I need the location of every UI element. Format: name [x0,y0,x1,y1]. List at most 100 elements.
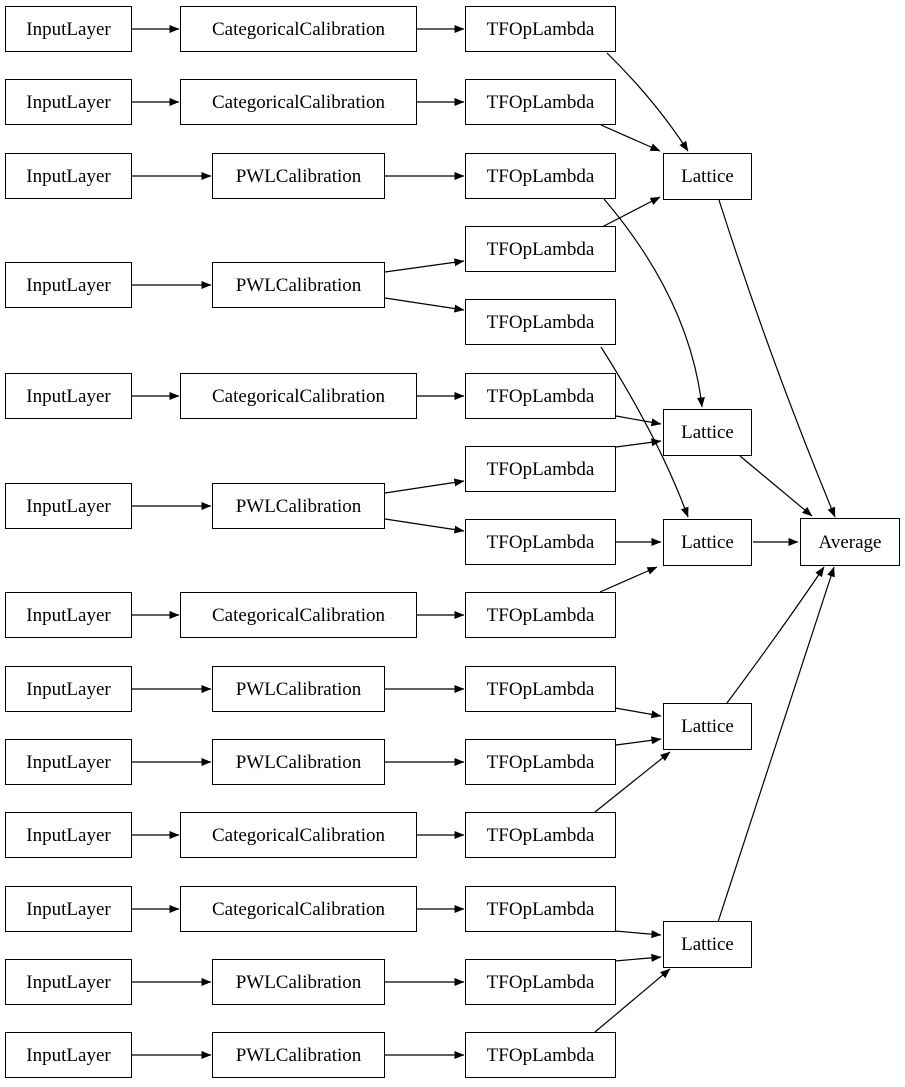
node-lattice2: Lattice [663,409,752,456]
edge-lambda3-to-lattice2 [603,198,705,408]
node-label: TFOpLambda [486,751,595,773]
node-input7: InputLayer [5,592,132,638]
node-label: CategoricalCalibration [211,604,386,626]
node-label: TFOpLambda [486,898,595,920]
node-input1: InputLayer [5,6,132,52]
edge-lattice5-to-average [717,566,835,923]
node-label: InputLayer [26,495,111,517]
node-cal5: CategoricalCalibration [180,373,417,419]
edge-cal4-to-lambda5 [384,297,465,313]
edge-lambda13-to-lattice5 [614,930,662,939]
node-label: TFOpLambda [486,91,595,113]
node-label: InputLayer [26,971,111,993]
node-label: Lattice [681,166,734,187]
node-cal12: PWLCalibration [212,959,385,1005]
node-lambda1: TFOpLambda [465,6,616,52]
node-input6: InputLayer [5,483,132,529]
edge-lattice1-to-average [718,199,836,518]
node-label: CategoricalCalibration [211,824,386,846]
node-lattice1: Lattice [663,153,752,200]
node-cal3: PWLCalibration [212,153,385,199]
edge-lambda2-to-lattice1 [600,124,661,152]
node-label: InputLayer [26,678,111,700]
node-input5: InputLayer [5,373,132,419]
node-cal11: CategoricalCalibration [180,886,417,932]
node-label: Average [818,531,882,553]
node-cal2: CategoricalCalibration [180,79,417,125]
node-label: Lattice [681,532,734,553]
node-lambda14: TFOpLambda [465,959,616,1005]
node-label: InputLayer [26,91,111,113]
node-label: Lattice [681,422,734,443]
node-lambda5: TFOpLambda [465,299,616,345]
node-cal4: PWLCalibration [212,262,385,308]
edge-lambda1-to-lattice1 [606,52,689,152]
node-label: CategoricalCalibration [211,385,386,407]
edge-lambda7-to-lattice2 [615,438,662,448]
edge-cal6-to-lambda8 [384,518,465,534]
node-input9: InputLayer [5,739,132,785]
node-label: InputLayer [26,165,111,187]
node-label: TFOpLambda [486,385,595,407]
node-input11: InputLayer [5,886,132,932]
node-lambda7: TFOpLambda [465,446,616,492]
node-lambda8: TFOpLambda [465,519,616,565]
node-label: TFOpLambda [486,458,595,480]
edge-lambda4-to-lattice1 [599,196,661,229]
node-label: PWLCalibration [235,495,362,517]
node-label: InputLayer [26,824,111,846]
node-lambda11: TFOpLambda [465,739,616,785]
node-label: TFOpLambda [486,531,595,553]
node-input8: InputLayer [5,666,132,712]
node-input2: InputLayer [5,79,132,125]
node-cal6: PWLCalibration [212,483,385,529]
node-label: PWLCalibration [235,751,362,773]
node-label: TFOpLambda [486,311,595,333]
node-input4: InputLayer [5,262,132,308]
node-label: TFOpLambda [486,18,595,40]
edge-lambda15-to-lattice5 [594,968,671,1033]
node-label: TFOpLambda [486,971,595,993]
node-label: TFOpLambda [486,165,595,187]
node-lambda13: TFOpLambda [465,886,616,932]
node-label: CategoricalCalibration [211,18,386,40]
node-input3: InputLayer [5,153,132,199]
edge-cal4-to-lambda4 [384,258,465,273]
node-label: CategoricalCalibration [211,898,386,920]
node-label: Lattice [681,716,734,737]
node-label: InputLayer [26,604,111,626]
node-label: InputLayer [26,751,111,773]
node-lambda15: TFOpLambda [465,1032,616,1078]
node-input12: InputLayer [5,959,132,1005]
edge-lambda12-to-lattice4 [594,751,671,813]
node-lattice3: Lattice [663,519,752,566]
node-average: Average [800,518,900,566]
node-lambda6: TFOpLambda [465,373,616,419]
node-label: CategoricalCalibration [211,91,386,113]
node-lambda2: TFOpLambda [465,79,616,125]
node-label: InputLayer [26,274,111,296]
edge-lambda9-to-lattice3 [599,566,658,593]
node-label: TFOpLambda [486,678,595,700]
edge-lambda11-to-lattice4 [615,736,662,746]
edge-lambda14-to-lattice5 [614,953,662,962]
node-lattice4: Lattice [663,703,752,750]
node-lambda4: TFOpLambda [465,226,616,272]
node-label: PWLCalibration [235,274,362,296]
node-input10: InputLayer [5,812,132,858]
edge-lambda10-to-lattice4 [614,707,662,719]
node-label: InputLayer [26,898,111,920]
node-cal8: PWLCalibration [212,666,385,712]
node-cal9: PWLCalibration [212,739,385,785]
node-label: TFOpLambda [486,604,595,626]
node-label: InputLayer [26,1044,111,1066]
node-lambda12: TFOpLambda [465,812,616,858]
node-lattice5: Lattice [663,921,752,968]
edge-lattice4-to-average [726,566,825,704]
node-input13: InputLayer [5,1032,132,1078]
node-label: TFOpLambda [486,1044,595,1066]
node-label: PWLCalibration [235,165,362,187]
edge-lambda5-to-lattice3 [600,346,689,518]
